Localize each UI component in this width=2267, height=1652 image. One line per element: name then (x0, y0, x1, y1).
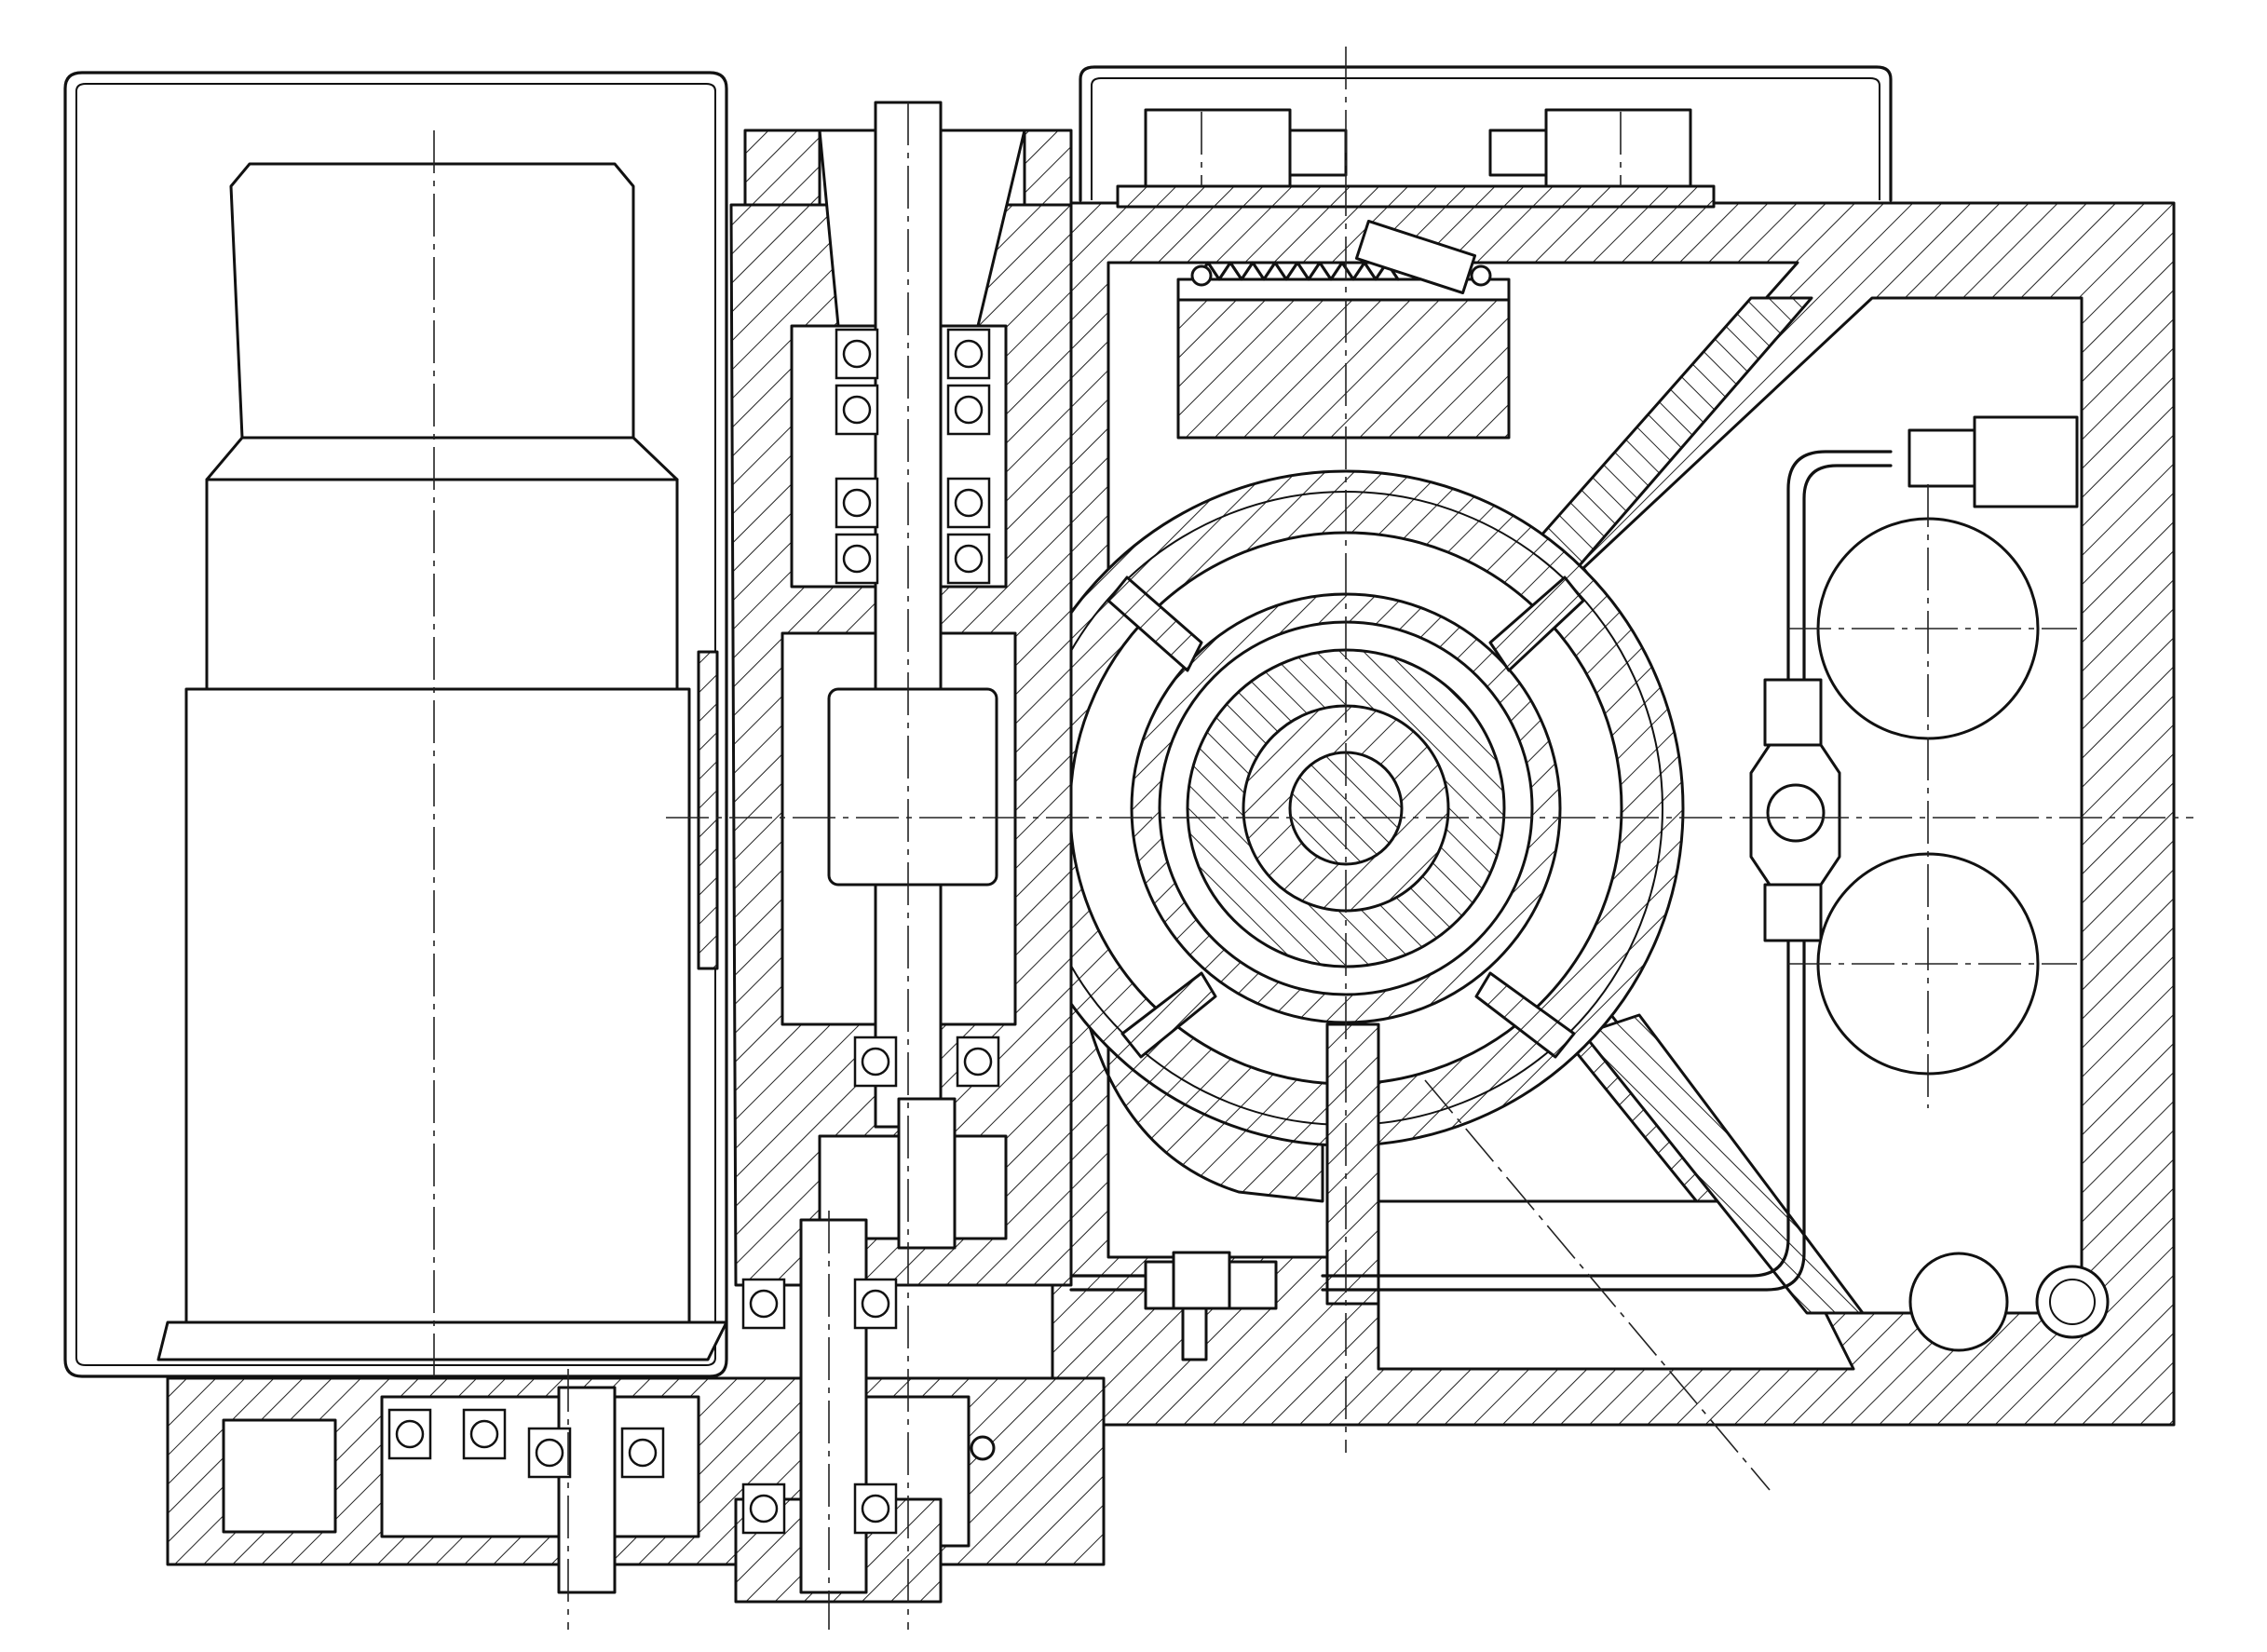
tension-spring (1190, 219, 1492, 295)
motor-cover (63, 71, 728, 1378)
electric-motor (156, 162, 728, 1361)
worm-shaft (697, 101, 1073, 1287)
center-lines (433, 47, 2193, 1630)
top-cover (1079, 65, 1893, 209)
valve (1749, 678, 1841, 942)
brake-block (1176, 278, 1511, 440)
oil-pipe (1069, 415, 2079, 1361)
base-gear-train (166, 1218, 1106, 1604)
